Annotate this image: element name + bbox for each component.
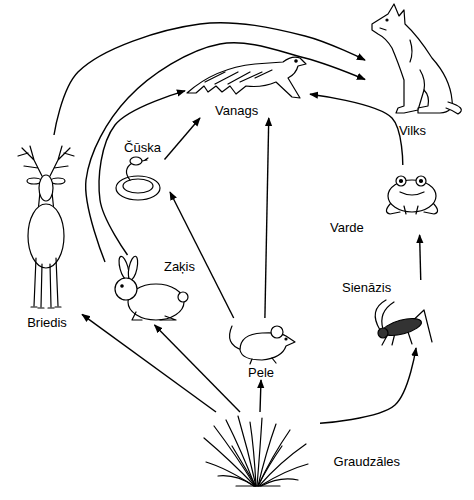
mouse-feet bbox=[250, 358, 276, 364]
rabbit-head bbox=[115, 278, 137, 300]
hawk-drawing bbox=[187, 57, 306, 98]
grass-blade bbox=[259, 444, 306, 486]
cricket-head bbox=[378, 328, 388, 338]
grass-blade bbox=[257, 418, 262, 486]
food-arrow bbox=[99, 91, 185, 255]
grass-drawing bbox=[204, 416, 308, 486]
frog-drawing bbox=[386, 176, 437, 214]
animal-label: Varde bbox=[330, 220, 364, 235]
deer-body bbox=[28, 204, 64, 268]
hawk-feathers bbox=[205, 70, 272, 84]
mouse-drawing bbox=[230, 326, 295, 364]
food-arrow bbox=[265, 118, 269, 318]
food-arrow bbox=[165, 118, 201, 160]
frog-eye bbox=[396, 176, 406, 186]
grass-blade bbox=[258, 446, 282, 486]
rabbit-ear bbox=[127, 255, 140, 280]
hawk-drawing bbox=[187, 57, 306, 98]
frog-pupil bbox=[420, 180, 423, 183]
food-arrow bbox=[82, 314, 216, 412]
snake-tongue bbox=[142, 158, 148, 161]
grass-blade bbox=[260, 464, 308, 486]
animal-node: Zaķis bbox=[105, 255, 195, 325]
snake-head bbox=[130, 157, 142, 165]
mouse-drawing bbox=[240, 333, 295, 360]
mouse-eye bbox=[285, 338, 287, 340]
animal-label: Briedis bbox=[12, 315, 82, 330]
deer-head bbox=[39, 175, 53, 201]
grass-blade bbox=[218, 476, 254, 486]
grass-blade bbox=[232, 446, 256, 486]
rabbit-legs bbox=[132, 312, 176, 320]
snake-coil bbox=[123, 179, 153, 193]
animal-label: Pele bbox=[222, 365, 300, 380]
grass-blade bbox=[206, 462, 254, 486]
animal-node: Varde bbox=[330, 165, 442, 235]
animal-node: Sienāzis bbox=[340, 280, 435, 348]
animal-label: Zaķis bbox=[164, 259, 195, 274]
food-arrow bbox=[155, 325, 241, 412]
rabbit-tail bbox=[178, 292, 188, 302]
animal-label: Vanags bbox=[215, 103, 258, 118]
animal-label: Vilks bbox=[365, 123, 460, 138]
animal-node: Čūska bbox=[115, 140, 170, 205]
wolf-eye bbox=[386, 19, 388, 21]
cricket-drawing bbox=[375, 300, 432, 345]
mouse-ear bbox=[271, 326, 283, 338]
animal-label: Čūska bbox=[115, 140, 170, 155]
snake-drawing bbox=[116, 157, 160, 200]
grass-base bbox=[236, 485, 280, 486]
frog-mouth bbox=[400, 192, 424, 214]
food-arrow bbox=[310, 94, 403, 165]
grass-blade bbox=[261, 479, 298, 486]
food-arrow bbox=[260, 380, 261, 412]
food-arrow bbox=[420, 235, 421, 280]
animal-node: Vilks bbox=[365, 8, 460, 138]
deer-antlers bbox=[18, 146, 74, 176]
rabbit-eye bbox=[121, 285, 123, 287]
deer-hooves bbox=[31, 307, 61, 308]
snake-neck bbox=[126, 163, 132, 180]
grass-blade bbox=[204, 438, 255, 486]
wolf-drawing bbox=[372, 4, 461, 114]
deer-drawing bbox=[18, 146, 74, 308]
food-arrow bbox=[86, 43, 365, 262]
food-arrow bbox=[170, 192, 234, 318]
frog-pupil bbox=[400, 180, 403, 183]
food-arrow bbox=[320, 348, 416, 423]
animal-node: Vanags bbox=[185, 50, 310, 118]
deer-legs bbox=[34, 258, 58, 307]
frog-drawing bbox=[388, 180, 436, 212]
animal-label: Graudzāles bbox=[334, 454, 400, 469]
animal-node: Briedis bbox=[12, 135, 82, 330]
wolf-tail bbox=[446, 102, 461, 114]
food-arrow bbox=[54, 23, 365, 135]
frog-eye bbox=[416, 176, 426, 186]
animal-label: Sienāzis bbox=[342, 280, 391, 295]
grass-blade bbox=[238, 416, 256, 486]
wolf-fur bbox=[380, 28, 425, 90]
wolf-drawing bbox=[372, 4, 452, 113]
snake-drawing bbox=[116, 176, 160, 200]
animal-node: Pele bbox=[222, 318, 300, 380]
animal-node: Graudzāles bbox=[200, 412, 400, 487]
hawk-eye bbox=[295, 60, 297, 62]
